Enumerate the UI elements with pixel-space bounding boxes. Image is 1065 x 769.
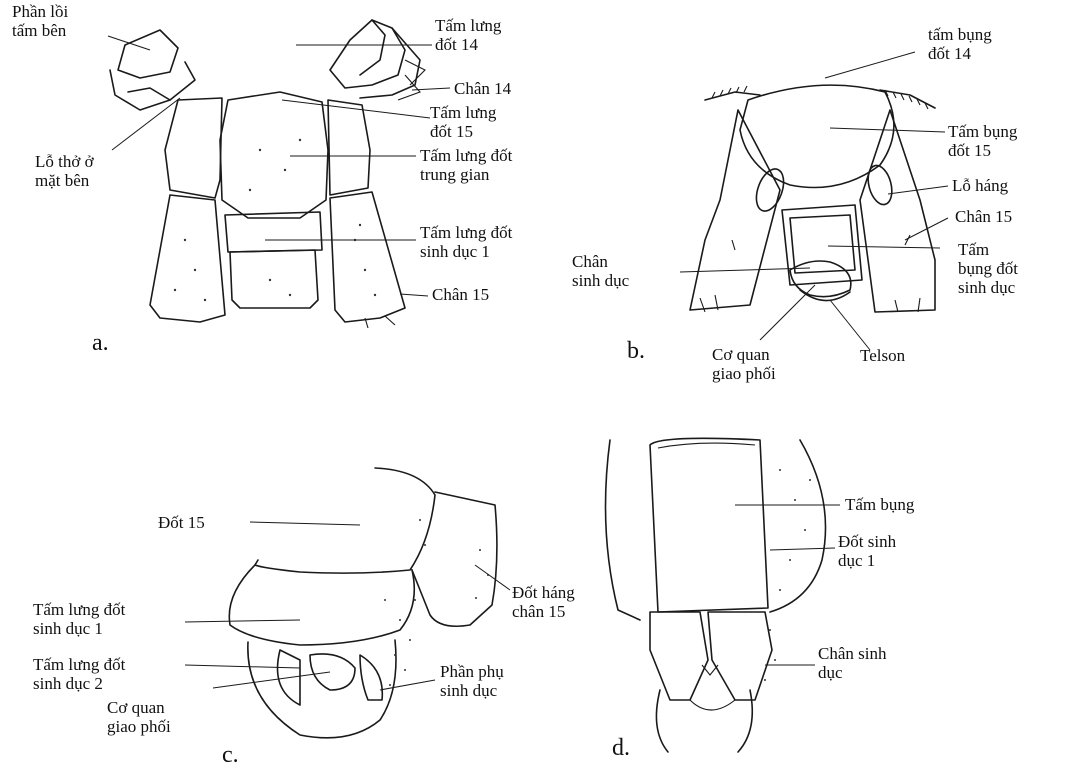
- label-c-tam-lung-sd2: Tấm lưng đốt sinh dục 2: [33, 655, 125, 693]
- label-c-dot-hang: Đốt háng chân 15: [512, 583, 575, 621]
- b-gonopod: [790, 261, 851, 297]
- a-right-leg-15: [330, 192, 405, 322]
- label-c-dot-15: Đốt 15: [158, 513, 205, 532]
- b-right-coxal-pore: [864, 163, 896, 207]
- a-left-lateral-process: [118, 30, 178, 78]
- label-d-tam-bung: Tấm bụng: [845, 495, 914, 514]
- label-a-tam-lung-14: Tấm lưng đốt 14: [435, 16, 501, 54]
- panel-b-drawing: [680, 52, 948, 350]
- label-a-lo-tho: Lỗ thở ở mặt bên: [35, 152, 94, 190]
- c-coxa-15: [412, 492, 497, 626]
- label-d-chan-sinh-duc: Chân sinh dục: [818, 644, 886, 682]
- a-intermediate-tergite: [220, 92, 328, 218]
- d-body-outline: [606, 440, 641, 620]
- label-a-tam-lung-sinh-duc-1: Tấm lưng đốt sinh dục 1: [420, 223, 512, 261]
- label-b-chan-15: Chân 15: [955, 207, 1012, 226]
- label-a-tag: a.: [92, 330, 109, 356]
- label-c-co-quan: Cơ quan giao phối: [107, 698, 171, 736]
- label-a-phan-loi: Phần lồi tấm bên: [12, 2, 68, 40]
- label-b-tag: b.: [627, 338, 645, 364]
- a-left-leg-15: [150, 195, 225, 322]
- label-b-telson: Telson: [860, 346, 905, 365]
- a-left-side-plate: [165, 98, 222, 198]
- label-a-tam-lung-trung-gian: Tấm lưng đốt trung gian: [420, 146, 512, 184]
- label-b-tam-bung-sinh-duc: Tấm bụng đốt sinh dục: [958, 240, 1018, 297]
- label-a-tam-lung-15: Tấm lưng đốt 15: [430, 103, 496, 141]
- label-c-phan-phu: Phần phụ sinh dục: [440, 662, 504, 700]
- label-a-chan-14: Chân 14: [454, 79, 511, 98]
- panel-a-drawing: [108, 20, 450, 328]
- label-c-tag: c.: [222, 742, 239, 768]
- panel-d-drawing: [606, 438, 841, 752]
- label-a-chan-15: Chân 15: [432, 285, 489, 304]
- label-b-lo-hang: Lỗ háng: [952, 176, 1008, 195]
- b-sternite-15: [740, 85, 894, 187]
- b-telson: [800, 290, 850, 301]
- label-b-co-quan: Cơ quan giao phối: [712, 345, 776, 383]
- b-left-coxa: [690, 110, 780, 310]
- label-c-tam-lung-sd1: Tấm lưng đốt sinh dục 1: [33, 600, 125, 638]
- c-segment-15: [255, 468, 435, 573]
- c-genital-tergite-1: [229, 565, 414, 645]
- a-right-side-plate: [328, 100, 370, 195]
- label-b-tam-bung-15: Tấm bụng đốt 15: [948, 122, 1017, 160]
- label-d-dot-sinh-duc-1: Đốt sinh dục 1: [838, 532, 896, 570]
- b-right-coxa: [860, 110, 935, 312]
- a-genital-tergite-lower: [230, 250, 318, 308]
- d-sternite: [650, 438, 768, 612]
- label-b-tam-bung-14: tấm bụng đốt 14: [928, 25, 992, 63]
- label-d-tag: d.: [612, 735, 630, 761]
- d-gonopods: [650, 612, 708, 700]
- label-b-chan-sinh-duc: Chân sinh dục: [572, 252, 629, 290]
